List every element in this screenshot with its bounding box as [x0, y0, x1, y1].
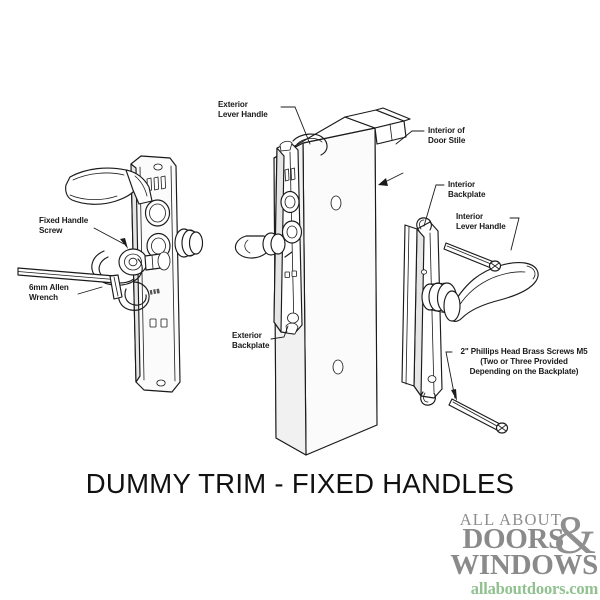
exterior-handle-tube [292, 133, 328, 156]
callout-fixed-handle-screw: Fixed Handle Screw [39, 216, 89, 235]
logo-line-windows: WINDOWS [450, 549, 598, 582]
logo-url: allaboutdoors.com [470, 578, 598, 598]
callout-allen-wrench: 6mm Allen Wrench [29, 283, 69, 302]
leader-interior-door-stile [395, 130, 425, 145]
exterior-spindle-hub-detail [174, 228, 204, 258]
logo-line-all-about: ALL ABOUT [459, 510, 562, 529]
diagram-title: DUMMY TRIM - FIXED HANDLES [85, 468, 515, 499]
leader-exterior-lever-handle [280, 106, 311, 145]
logo-ampersand: & [553, 505, 596, 565]
exterior-handle-detail-group [17, 155, 204, 393]
callout-brass-screws-note: 2" Phillips Head Brass Screws M5 (Two or… [460, 347, 588, 376]
mounting-screw-lower [448, 398, 509, 434]
interior-backplate [401, 217, 443, 406]
callout-interior-lever-handle: Interior Lever Handle [456, 212, 506, 231]
door-stile-group [234, 107, 411, 456]
leader-fixed-handle-screw [93, 227, 125, 245]
leader-allen-wrench [77, 286, 103, 295]
backplate-top-keeper [279, 140, 293, 152]
mounting-screw-upper [443, 242, 502, 272]
callout-interior-backplate: Interior Backplate [448, 180, 486, 199]
leader-exterior-backplate [270, 325, 289, 340]
interior-lever-handle [443, 262, 539, 322]
leader-lines [77, 106, 520, 401]
allen-wrench [17, 267, 123, 300]
fixed-handle-screw-detail [118, 248, 171, 276]
callout-exterior-backplate: Exterior Backplate [232, 331, 270, 350]
leader-interior-lever-handle [509, 217, 520, 251]
callout-exterior-lever-handle: Exterior Lever Handle [218, 100, 268, 119]
exterior-backplate-detail [130, 155, 181, 393]
brand-logo: ALL ABOUT DOORS WINDOWS & allaboutdoors.… [418, 508, 598, 598]
exterior-lever-handle-detail [65, 167, 153, 205]
exterior-lever-handle-center [234, 232, 286, 259]
plate-marking [149, 288, 160, 295]
logo-line-doors: DOORS [462, 522, 564, 555]
interior-assembly-group [401, 217, 539, 434]
backplate-bottom-keeper [285, 322, 299, 335]
callout-interior-of-door-stile: Interior of Door Stile [428, 126, 466, 145]
leader-brass-screws [445, 351, 456, 399]
exterior-backplate-center [273, 141, 303, 335]
leader-interior-backplate [423, 184, 445, 227]
